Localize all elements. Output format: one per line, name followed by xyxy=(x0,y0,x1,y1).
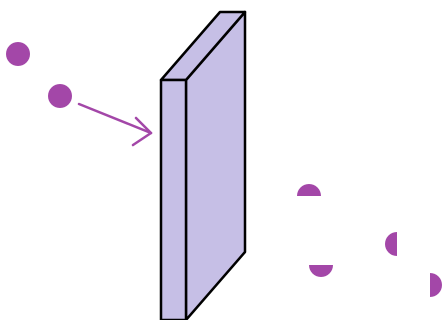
trajectory-arrow xyxy=(77,102,153,147)
incoming-particle-1 xyxy=(6,42,30,66)
arrow-head xyxy=(131,116,153,147)
arrow-shaft xyxy=(77,102,153,135)
fragment-right-half xyxy=(430,273,442,297)
fragment-bottom xyxy=(309,265,333,277)
barrier-slab xyxy=(159,10,247,320)
incoming-particle-2 xyxy=(48,84,72,108)
fragment-top xyxy=(297,184,321,196)
fragment-left-half xyxy=(385,232,397,256)
barrier-front-face xyxy=(159,78,188,320)
